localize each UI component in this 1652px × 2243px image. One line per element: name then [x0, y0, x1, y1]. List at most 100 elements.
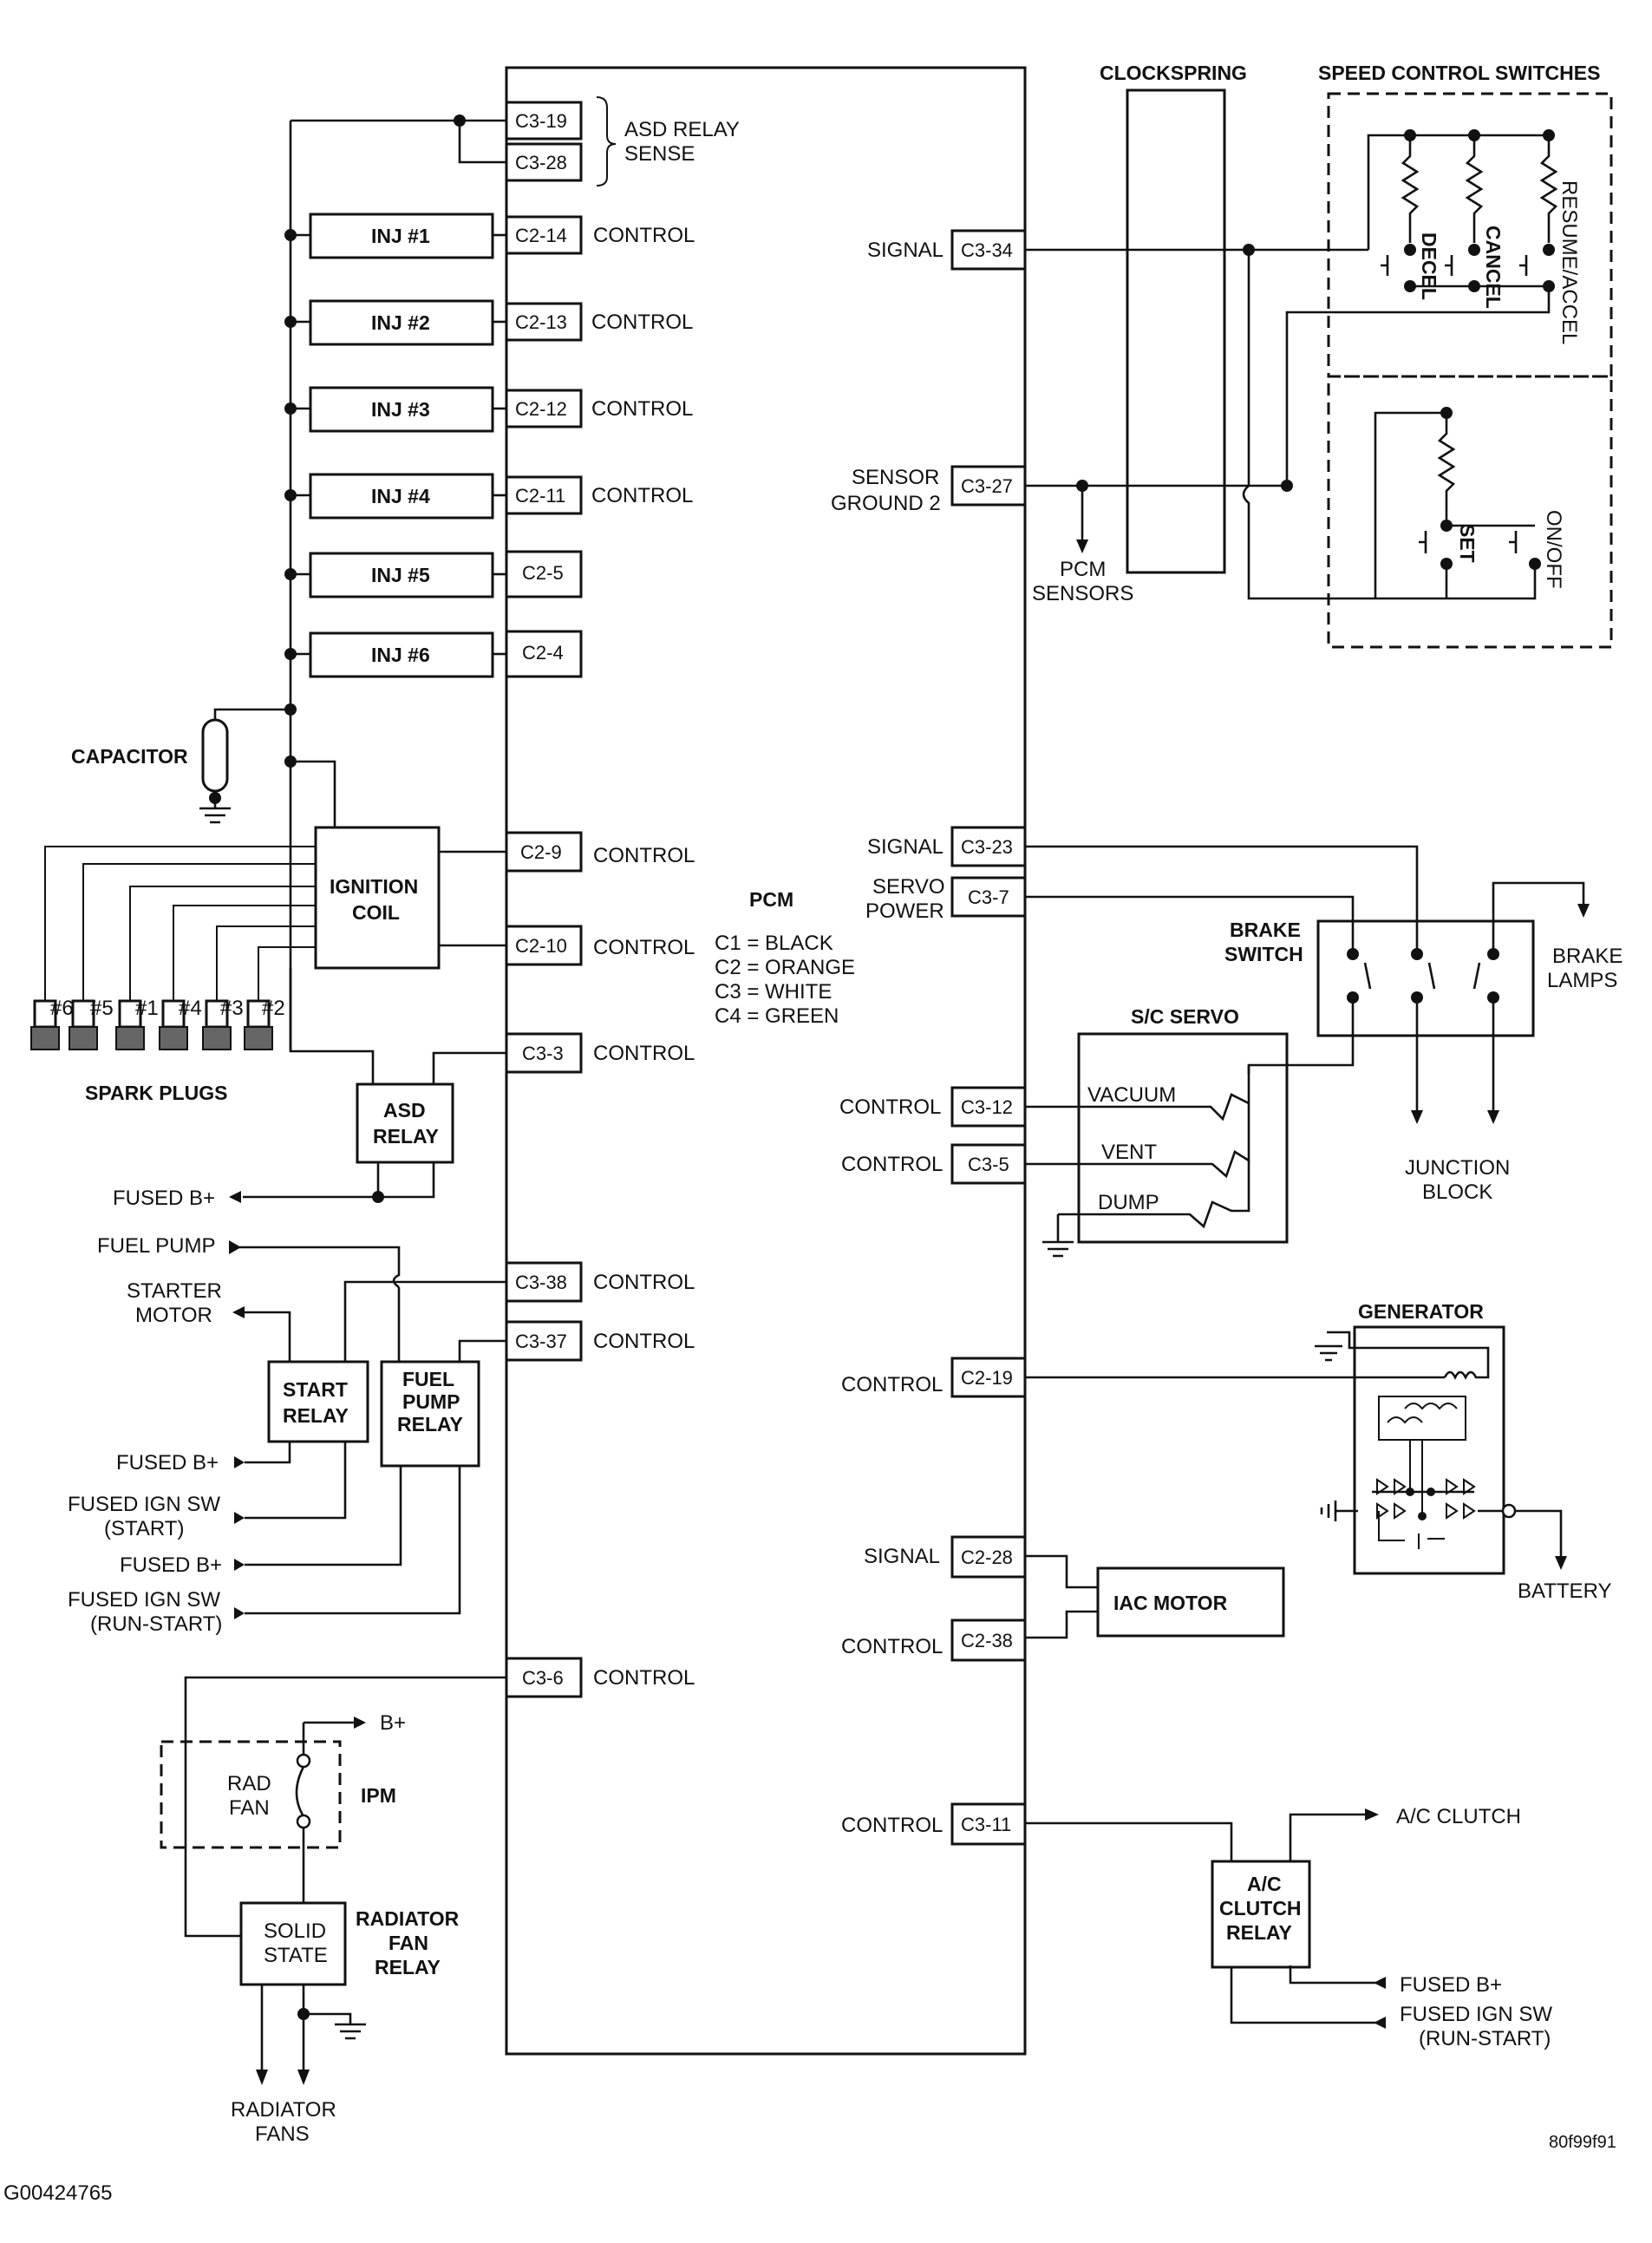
svg-text:CONTROL: CONTROL — [841, 1373, 943, 1396]
pin-c2-10: C2-10 — [515, 935, 567, 957]
pcm-title: PCM — [749, 888, 793, 911]
svg-text:CONTROL: CONTROL — [593, 936, 695, 959]
svg-text:CONTROL: CONTROL — [593, 1042, 695, 1065]
svg-text:SOLID: SOLID — [264, 1919, 326, 1943]
svg-text:#2: #2 — [262, 997, 285, 1020]
pin-c3-19: C3-19 — [515, 110, 567, 132]
pin-c3-12: C3-12 — [961, 1096, 1013, 1118]
injector-3 — [309, 386, 494, 433]
svg-text:FUEL: FUEL — [402, 1368, 454, 1390]
start-relay — [267, 1360, 369, 1443]
asd-relay-sense-label-1: ASD RELAY — [624, 118, 740, 141]
svg-text:A/C: A/C — [1247, 1873, 1282, 1895]
pin-c2-5: C2-5 — [522, 562, 564, 584]
svg-text:PCM: PCM — [1060, 558, 1106, 581]
right-pin-labels: SIGNAL SENSOR GROUND 2 SIGNAL SERVO POWE… — [831, 239, 945, 1837]
svg-text:SIGNAL: SIGNAL — [864, 1545, 940, 1568]
pin-c2-19: C2-19 — [961, 1367, 1013, 1389]
svg-text:FUSED IGN SW: FUSED IGN SW — [1400, 2003, 1552, 2026]
svg-text:CONTROL: CONTROL — [841, 1814, 943, 1837]
brake-switch: BRAKE SWITCH BRAKE LAMPS JUNCTION BLOCK — [1025, 845, 1623, 1204]
left-control-labels: CONTROL CONTROL CONTROL CONTROL CONTROL … — [591, 224, 695, 1690]
svg-text:SENSOR: SENSOR — [852, 466, 939, 489]
pin-c2-38: C2-38 — [961, 1630, 1013, 1651]
svg-text:DUMP: DUMP — [1098, 1191, 1159, 1214]
svg-text:SIGNAL: SIGNAL — [867, 239, 944, 262]
generator: GENERATOR BATTERY — [1025, 1300, 1611, 1603]
svg-text:CONTROL: CONTROL — [593, 1271, 695, 1294]
svg-text:RADIATOR: RADIATOR — [356, 1907, 460, 1930]
svg-text:FANS: FANS — [255, 2122, 310, 2146]
pin-c3-28: C3-28 — [515, 152, 567, 173]
ignition-coil: IGNITION COIL — [314, 826, 506, 970]
svg-text:FUSED B+: FUSED B+ — [1400, 1973, 1502, 1997]
svg-text:STARTER: STARTER — [127, 1279, 222, 1303]
spark-plug-1: #1 — [115, 997, 159, 1050]
svg-text:#6: #6 — [50, 997, 74, 1020]
pin-c3-7: C3-7 — [968, 886, 1009, 908]
svg-text:BATTERY: BATTERY — [1518, 1579, 1611, 1603]
svg-text:SET: SET — [1456, 524, 1479, 563]
svg-text:(RUN-START): (RUN-START) — [90, 1612, 222, 1636]
svg-text:FAN: FAN — [229, 1796, 270, 1820]
svg-text:A/C CLUTCH: A/C CLUTCH — [1396, 1805, 1521, 1828]
svg-text:SENSORS: SENSORS — [1032, 582, 1133, 605]
svg-text:ASD: ASD — [383, 1099, 426, 1122]
pin-c2-13: C2-13 — [515, 311, 567, 333]
spark-plug-wires — [44, 846, 316, 1051]
ac-clutch-relay: A/C CLUTCH RELAY A/C CLUTCH FUSED B+ FUS… — [1025, 1805, 1552, 2050]
pin-c2-11: C2-11 — [515, 485, 565, 507]
pcm-legend-c3: C3 = WHITE — [715, 980, 832, 1004]
pin-c3-6: C3-6 — [522, 1667, 564, 1689]
pin-c3-37: C3-37 — [515, 1331, 567, 1352]
asd-sense-brace — [596, 96, 617, 186]
pin-c2-4: C2-4 — [522, 642, 564, 664]
pin-c2-28: C2-28 — [961, 1547, 1013, 1568]
injector-5 — [309, 552, 494, 598]
injector-2 — [309, 299, 494, 346]
svg-text:VACUUM: VACUUM — [1087, 1083, 1176, 1107]
capacitor-label: CAPACITOR — [71, 745, 188, 768]
pin-c3-11: C3-11 — [961, 1814, 1011, 1835]
svg-text:SPEED CONTROL SWITCHES: SPEED CONTROL SWITCHES — [1318, 62, 1600, 84]
radiator-fan-circuit: RAD FAN IPM B+ SOLID STATE RADIATOR FAN … — [160, 1676, 506, 2146]
svg-text:S/C SERVO: S/C SERVO — [1131, 1005, 1239, 1028]
spark-plugs: #6 #5 #1 #4 #3 #2 SPARK PLUGS — [30, 997, 285, 1104]
pin-c2-14: C2-14 — [515, 225, 567, 246]
svg-text:CLOCKSPRING: CLOCKSPRING — [1100, 62, 1247, 84]
svg-text:CONTROL: CONTROL — [591, 397, 693, 421]
injector-4 — [309, 473, 494, 520]
svg-text:PUMP: PUMP — [402, 1390, 460, 1413]
svg-text:(RUN-START): (RUN-START) — [1419, 2027, 1551, 2050]
svg-text:ON/OFF: ON/OFF — [1542, 510, 1565, 589]
svg-text:BLOCK: BLOCK — [1422, 1180, 1492, 1204]
pin-c3-34: C3-34 — [961, 239, 1013, 261]
svg-text:(START): (START) — [104, 1517, 184, 1540]
svg-text:FUEL PUMP: FUEL PUMP — [97, 1234, 215, 1258]
svg-text:RADIATOR: RADIATOR — [231, 2098, 336, 2122]
fuel-pump-relay — [380, 1360, 480, 1468]
svg-text:BRAKE: BRAKE — [1230, 919, 1301, 941]
svg-text:CONTROL: CONTROL — [593, 224, 695, 247]
svg-text:CONTROL: CONTROL — [593, 1330, 695, 1353]
spark-plug-4: #4 — [159, 997, 202, 1050]
svg-text:INJ #2: INJ #2 — [371, 311, 430, 334]
svg-text:CLUTCH: CLUTCH — [1219, 1897, 1302, 1919]
svg-text:#5: #5 — [90, 997, 114, 1020]
svg-text:FUSED IGN SW: FUSED IGN SW — [68, 1493, 220, 1516]
pin-c3-3: C3-3 — [522, 1043, 564, 1064]
svg-text:#4: #4 — [179, 997, 202, 1020]
asd-relay-sense-label-2: SENSE — [624, 142, 695, 166]
svg-text:SWITCH: SWITCH — [1224, 943, 1303, 965]
svg-text:#3: #3 — [220, 997, 244, 1020]
svg-text:VENT: VENT — [1101, 1141, 1157, 1164]
svg-text:CONTROL: CONTROL — [841, 1153, 943, 1176]
svg-text:RELAY: RELAY — [397, 1413, 463, 1435]
svg-text:POWER: POWER — [865, 899, 944, 923]
pcm-legend-c1: C1 = BLACK — [715, 932, 833, 955]
pin-c3-38: C3-38 — [515, 1272, 567, 1293]
spark-plugs-label: SPARK PLUGS — [85, 1082, 227, 1104]
pin-c3-5: C3-5 — [968, 1154, 1009, 1175]
pcm-box — [505, 66, 1027, 2056]
